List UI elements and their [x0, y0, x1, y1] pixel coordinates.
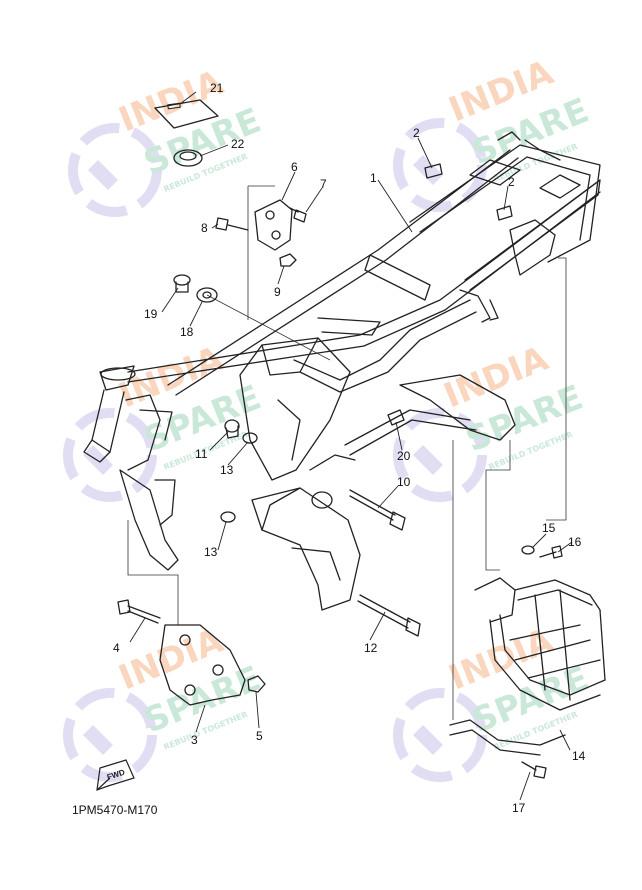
part-17-bolt: [521, 761, 547, 779]
part-13-washer-lower: [220, 511, 236, 523]
part-20-clip: [387, 409, 405, 426]
callout-7: 7: [320, 177, 327, 191]
callout-20: 20: [397, 449, 411, 463]
callout-labels: 1 2 2 3 4 5 6 7 8 9 10 11 12 13 13 14 15…: [113, 81, 586, 815]
callout-11: 11: [195, 447, 208, 461]
part-4-bolt: [117, 599, 161, 624]
part-15-washer: [521, 545, 535, 555]
callout-17: 17: [512, 801, 526, 815]
callout-14: 14: [572, 749, 586, 763]
callout-3: 3: [191, 733, 198, 747]
part-14-engine-guard: [449, 577, 606, 756]
callout-13-lower: 13: [204, 545, 218, 559]
watermark-group: INDIA SPARE REBUILD TOGETHER INDIA SPARE…: [63, 52, 595, 782]
part-12-long-bolt: [357, 594, 421, 637]
part-2-decal-upper: [424, 163, 443, 179]
callout-22: 22: [231, 137, 245, 151]
watermark-logo-middle-right: INDIA SPARE REBUILD TOGETHER: [393, 338, 589, 502]
callout-2-lower: 2: [508, 175, 515, 189]
callout-10: 10: [397, 475, 411, 489]
watermark-logo-bottom-left: INDIA SPARE REBUILD TOGETHER: [63, 620, 267, 782]
part-13-washer-upper: [242, 432, 258, 444]
callout-9: 9: [274, 285, 281, 299]
part-8-bolt: [215, 217, 249, 231]
callout-8: 8: [201, 221, 208, 235]
part-22-grommet: [173, 149, 203, 167]
callout-19: 19: [144, 307, 158, 321]
part-16-bolt: [539, 545, 563, 559]
callout-13-upper: 13: [220, 463, 234, 477]
callout-4: 4: [113, 641, 120, 655]
diagram-code: 1PM5470-M170: [72, 803, 158, 817]
part-2-decal-lower: [496, 205, 513, 221]
assembly-guide-lines: [127, 185, 567, 720]
callout-21: 21: [210, 81, 224, 95]
part-10-long-bolt: [349, 489, 406, 531]
part-9-nut: [279, 253, 297, 267]
part-21-plate: [154, 99, 219, 129]
part-18-damper: [196, 287, 218, 303]
part-19-bushing: [173, 274, 191, 293]
callout-2-upper: 2: [413, 126, 420, 140]
part-7-bolt: [289, 207, 307, 223]
callout-5: 5: [256, 729, 263, 743]
part-3-engine-bracket: [159, 624, 246, 706]
callout-18: 18: [180, 325, 194, 339]
part-5-nut: [247, 675, 266, 693]
part-6-bracket: [254, 199, 293, 251]
callout-12: 12: [364, 641, 378, 655]
leader-lines: [129, 91, 573, 801]
callout-1: 1: [370, 171, 377, 185]
main-frame: [83, 131, 601, 611]
callout-16: 16: [568, 535, 582, 549]
callout-6: 6: [291, 160, 298, 174]
callout-15: 15: [542, 521, 556, 535]
